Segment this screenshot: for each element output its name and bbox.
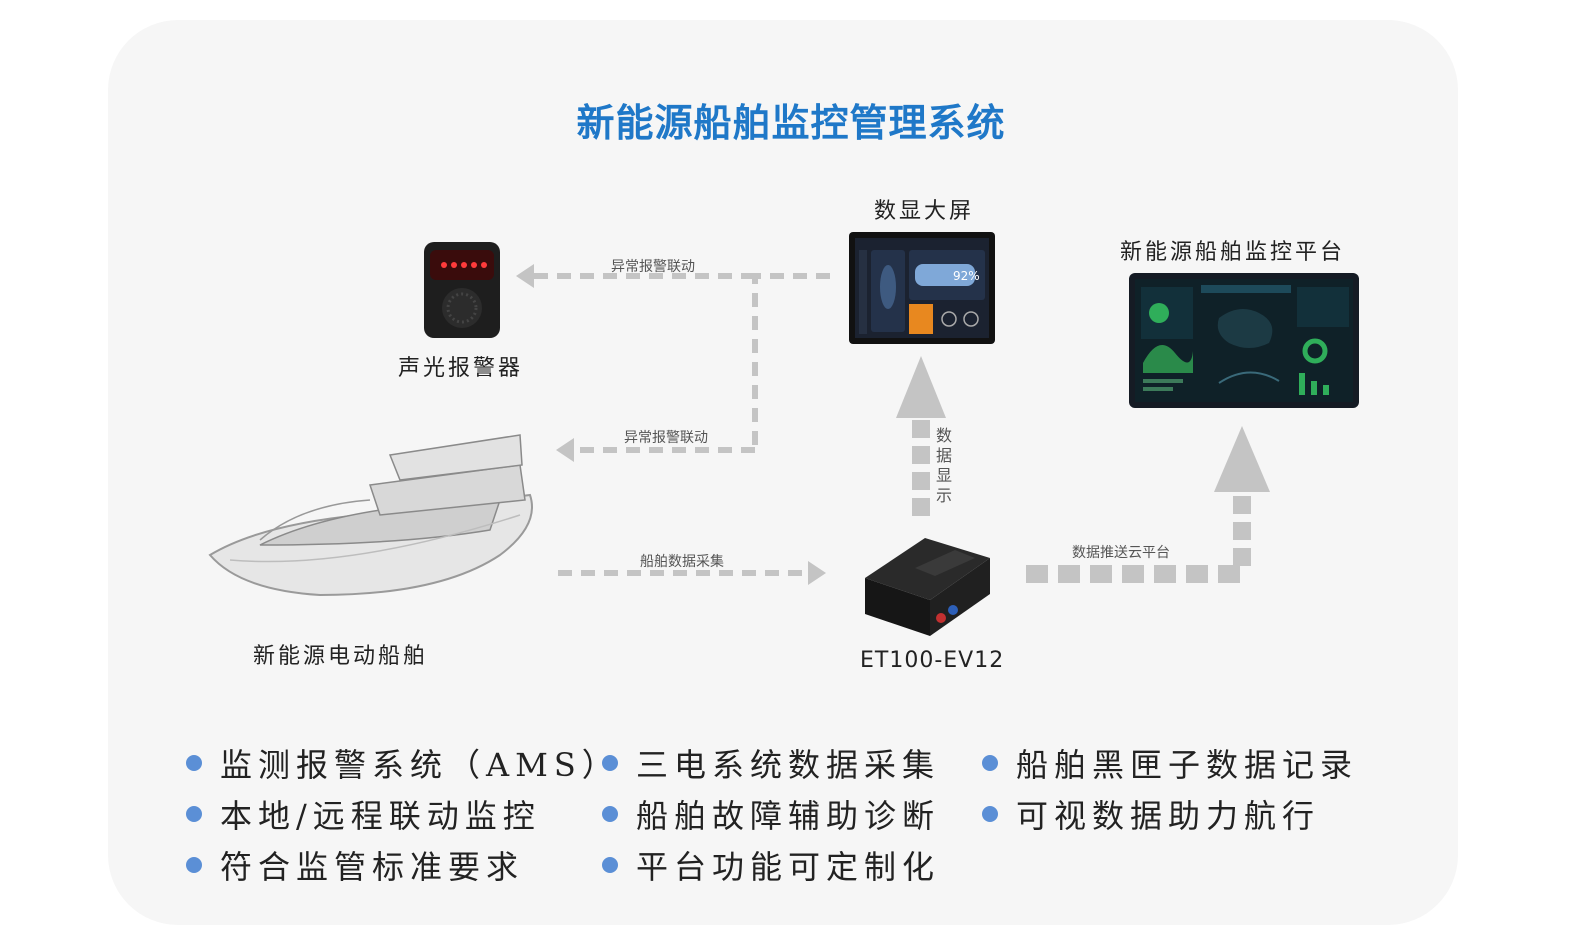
bullet-icon <box>186 755 202 771</box>
bullet-icon <box>602 806 618 822</box>
collect-arrowhead <box>808 561 826 585</box>
alarm-link-line-top <box>752 273 830 450</box>
alarm-arrowhead-bottom <box>556 438 574 462</box>
bullet-icon <box>186 857 202 873</box>
feature-item: 三电系统数据采集 <box>602 740 940 786</box>
platform-device <box>1129 273 1359 408</box>
battery-value: 92% <box>953 269 980 283</box>
feature-item: 船舶故障辅助诊断 <box>602 791 940 837</box>
bullet-icon <box>602 857 618 873</box>
feature-item: 本地/远程联动监控 <box>186 791 541 837</box>
gateway-label: ET100-EV12 <box>860 648 1005 673</box>
gateway-device-icon <box>865 538 990 636</box>
boat-icon <box>208 434 533 597</box>
big-screen-device: 92% <box>849 232 995 344</box>
collect-label: 船舶数据采集 <box>640 554 724 570</box>
feature-item: 可视数据助力航行 <box>982 791 1320 837</box>
display-arrowhead <box>896 356 946 418</box>
alarm-arrowhead-top <box>516 264 534 288</box>
feature-item: 船舶黑匣子数据记录 <box>982 740 1358 786</box>
bullet-icon <box>186 806 202 822</box>
alarm-link-label-top: 异常报警联动 <box>611 259 695 275</box>
feature-item: 平台功能可定制化 <box>602 842 940 888</box>
feature-item: 监测报警系统（AMS） <box>186 740 620 786</box>
platform-label: 新能源船舶监控平台 <box>1120 240 1346 265</box>
alarm-device-icon <box>424 242 500 338</box>
display-label: 数据显示 <box>935 426 952 505</box>
push-arrowhead <box>1214 426 1270 492</box>
boat-label: 新能源电动船舶 <box>253 644 429 669</box>
big-screen-label: 数显大屏 <box>874 199 975 224</box>
bullet-icon <box>982 755 998 771</box>
push-label: 数据推送云平台 <box>1072 545 1170 561</box>
feature-item: 符合监管标准要求 <box>186 842 524 888</box>
page-title: 新能源船舶监控管理系统 <box>576 101 1006 145</box>
alarm-link-label-bottom: 异常报警联动 <box>624 430 708 446</box>
alarm-label: 声光报警器 <box>398 356 524 381</box>
bullet-icon <box>982 806 998 822</box>
bullet-icon <box>602 755 618 771</box>
